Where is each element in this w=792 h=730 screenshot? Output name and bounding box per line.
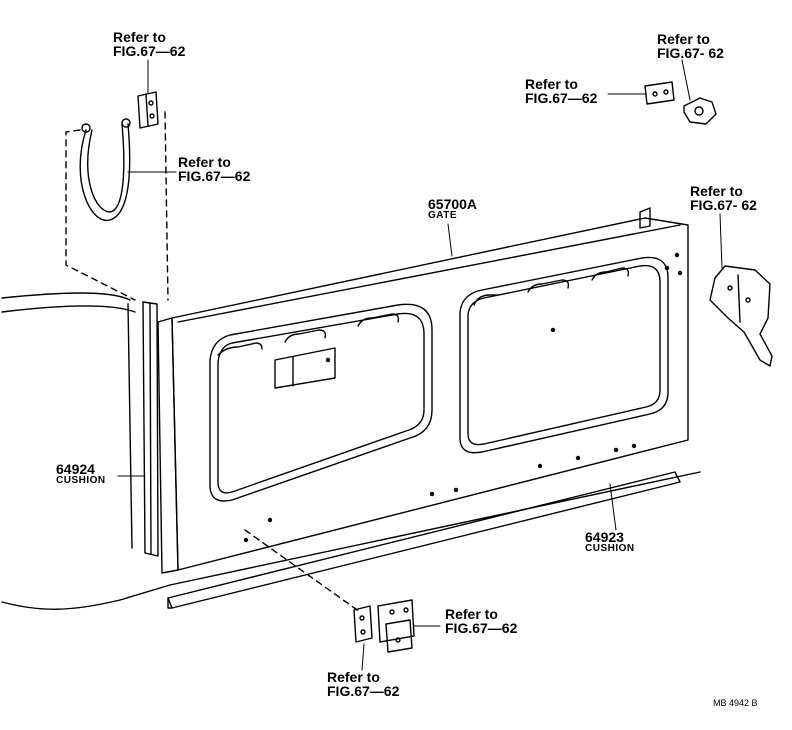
- ref-label-line1: Refer to: [178, 154, 231, 170]
- bottom-cushion-strip: [167, 471, 681, 609]
- ref-label-line2: FIG.67—62: [525, 90, 598, 106]
- hinge-top-left: [137, 91, 159, 129]
- plate-top-right: [644, 81, 675, 105]
- vehicle-body-outline: [1, 292, 701, 610]
- part-label-side-cushion: 64924 CUSHION: [56, 462, 106, 486]
- gate-panel: [157, 207, 689, 574]
- ref-label-line2: FIG.67—62: [445, 620, 518, 636]
- ref-label-line2: FIG.67—62: [178, 168, 251, 184]
- ref-label-line1: Refer to: [690, 183, 743, 199]
- ref-label-line2: FIG.67- 62: [690, 197, 757, 213]
- part-number: 64923: [585, 529, 624, 545]
- hose-part: [79, 118, 131, 221]
- part-label-bottom-cushion: 64923 CUSHION: [585, 530, 635, 554]
- ref-label-hose: Refer to FIG.67—62: [178, 155, 250, 183]
- ref-label-latch-handle: Refer to FIG.67- 62: [690, 184, 757, 212]
- latch-handle: [709, 265, 773, 367]
- ref-label-line2: FIG.67—62: [113, 43, 186, 59]
- part-name: CUSHION: [585, 543, 635, 554]
- ref-label-line1: Refer to: [657, 31, 710, 47]
- label-leader-lines: [117, 59, 723, 671]
- ref-label-line1: Refer to: [445, 606, 498, 622]
- drawing-code: MB 4942 B: [713, 698, 758, 708]
- gate-holes: [243, 252, 683, 543]
- part-name: CUSHION: [56, 475, 106, 486]
- ref-label-plate-top-right: Refer to FIG.67—62: [525, 77, 597, 105]
- ref-label-hinge-top-left: Refer to FIG.67—62: [113, 30, 185, 58]
- dashed-leader-lines: [65, 111, 361, 613]
- ref-label-catch-top-right: Refer to FIG.67- 62: [657, 32, 724, 60]
- side-cushion-strip: [142, 301, 159, 557]
- catch-top-right: [683, 97, 717, 125]
- ref-label-line1: Refer to: [525, 76, 578, 92]
- part-name: GATE: [428, 210, 458, 221]
- part-number: 64924: [56, 461, 95, 477]
- part-number: 65700A: [428, 196, 478, 212]
- hinge-bottom: [353, 599, 415, 653]
- ref-label-line1: Refer to: [113, 29, 166, 45]
- ref-label-line2: FIG.67- 62: [657, 45, 724, 61]
- ref-label-line2: FIG.67—62: [327, 683, 400, 699]
- ref-label-hinge-bottom-right: Refer to FIG.67—62: [445, 607, 517, 635]
- ref-label-hinge-bottom-left: Refer to FIG.67—62: [327, 670, 399, 698]
- part-label-gate: 65700A GATE: [428, 197, 477, 221]
- body-pillar-line: [127, 303, 133, 549]
- ref-label-line1: Refer to: [327, 669, 380, 685]
